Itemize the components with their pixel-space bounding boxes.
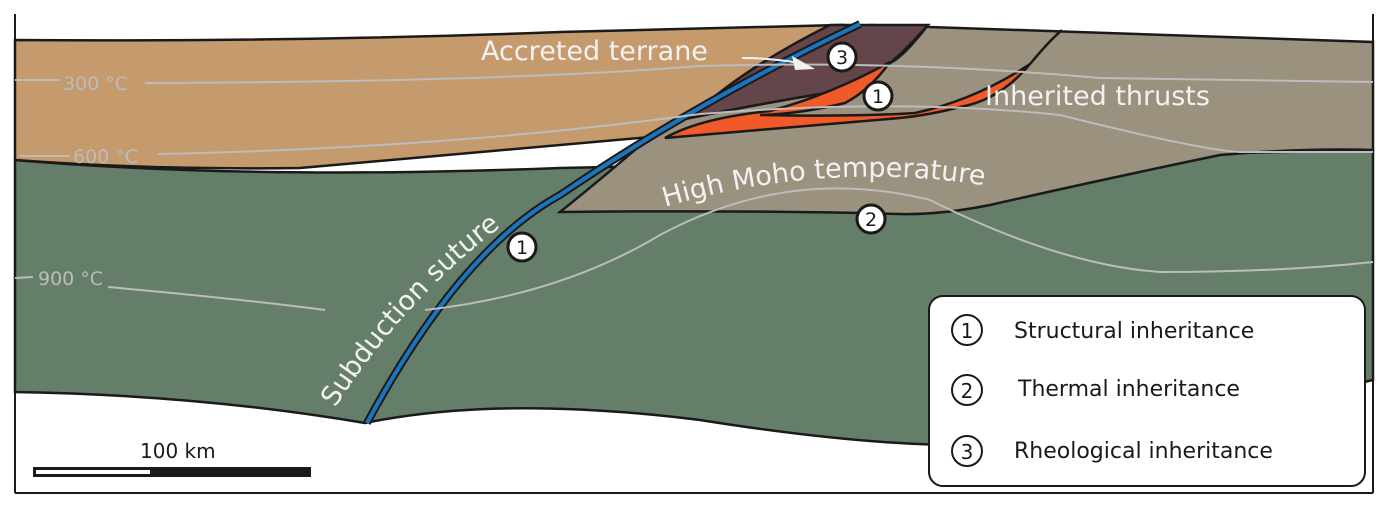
thrust-sliver-lower (664, 60, 1031, 140)
marker-thermal: 2 (855, 203, 887, 235)
isotherm-300-label: 300 °C (63, 73, 128, 95)
marker-thermal-number: 2 (865, 209, 877, 231)
legend-number-circle (951, 435, 983, 467)
legend-item-number: 3 (961, 440, 974, 464)
upper-crust-layer (13, 23, 845, 170)
isotherm-600-label: 600 °C (73, 146, 138, 168)
legend-item: 1 Structural inheritance (951, 314, 1254, 346)
scale-bar-body (33, 467, 311, 477)
legend-box (928, 295, 1366, 487)
marker-structural-suture-number: 1 (516, 237, 528, 259)
thrust-sliver-upper-edge (891, 24, 929, 64)
legend: 1 Structural inheritance 2 Thermal inher… (928, 295, 1366, 487)
scale-bar-label: 100 km (140, 439, 216, 463)
legend-item-number: 2 (961, 379, 974, 403)
scale-bar: 100 km (33, 439, 311, 477)
legend-item-label: Rheological inheritance (1014, 439, 1273, 464)
legend-item: 2 Thermal inheritance (951, 374, 1240, 406)
legend-item-label: Structural inheritance (1014, 319, 1254, 344)
subduction-suture (365, 22, 861, 424)
inherited-thrusts-label: Inherited thrusts (985, 81, 1210, 112)
accreted-terrane-label: Accreted terrane (481, 36, 708, 67)
marker-rheological-number: 3 (836, 47, 848, 69)
marker-structural-thrust: 1 (862, 80, 894, 112)
marker-structural-thrust-number: 1 (872, 86, 884, 108)
legend-number-circle (951, 314, 983, 346)
marker-rheological: 3 (826, 41, 858, 73)
legend-item: 3 Rheological inheritance (951, 435, 1273, 467)
legend-number-circle (951, 374, 983, 406)
legend-item-label: Thermal inheritance (1017, 377, 1240, 402)
accreted-terrane-arrowhead (792, 56, 815, 70)
isotherm-300: 300 °C (15, 63, 1374, 95)
isotherm-900-label: 900 °C (38, 268, 103, 290)
inherited-crust-layer (556, 23, 1375, 216)
scale-bar-segment (36, 470, 150, 474)
isotherm-600: 600 °C (20, 105, 1373, 168)
isotherm-900: 900 °C (14, 187, 1374, 311)
marker-structural-suture: 1 (506, 231, 538, 263)
legend-item-number: 1 (961, 319, 974, 343)
thrust-sliver-right-edge (1029, 29, 1063, 65)
